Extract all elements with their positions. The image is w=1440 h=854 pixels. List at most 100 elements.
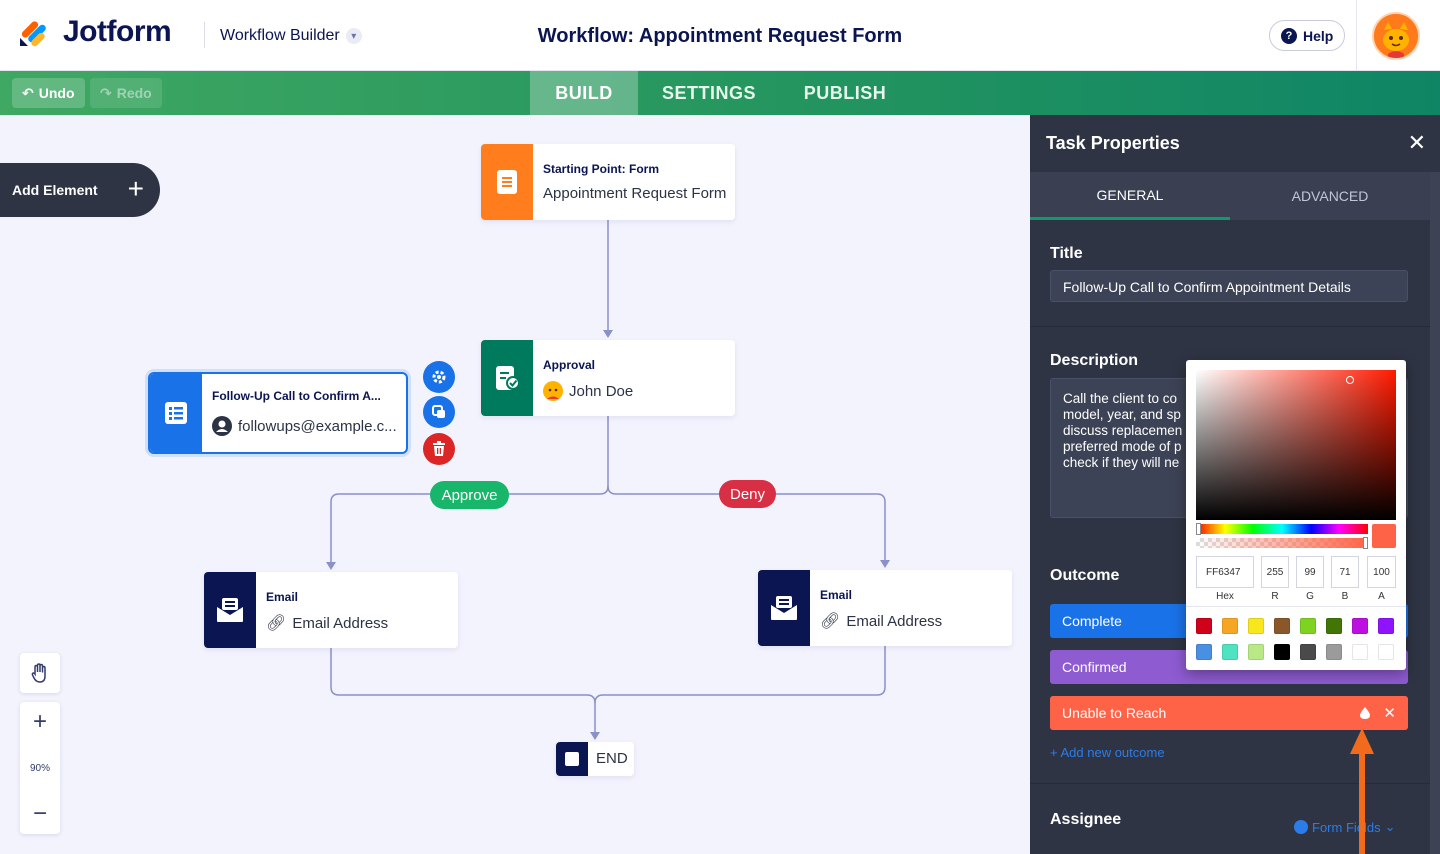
outcome-unable-to-reach[interactable]: Unable to Reach ✕	[1050, 696, 1408, 730]
recipient: Email Address	[846, 612, 943, 630]
divider	[1030, 783, 1430, 784]
color-swatch[interactable]	[1274, 644, 1290, 660]
add-outcome-link[interactable]: + Add new outcome	[1050, 745, 1165, 760]
workflow-builder-dropdown[interactable]: Workflow Builder ▾	[220, 27, 362, 45]
color-swatch[interactable]	[1326, 644, 1342, 660]
add-element-button[interactable]: Add Element +	[0, 163, 160, 217]
saturation-handle[interactable]	[1346, 376, 1354, 384]
redo-label: Redo	[116, 85, 152, 101]
zoom-out-button[interactable]: −	[32, 800, 47, 827]
color-swatch[interactable]	[1352, 644, 1368, 660]
jotform-logo-icon[interactable]	[18, 16, 50, 48]
node-type: Email	[266, 590, 299, 604]
redo-button[interactable]: ↷ Redo	[90, 78, 162, 108]
tab-advanced[interactable]: ADVANCED	[1291, 188, 1369, 204]
color-swatch[interactable]	[1326, 618, 1342, 634]
color-swatch[interactable]	[1196, 644, 1212, 660]
title-input[interactable]: Follow-Up Call to Confirm Appointment De…	[1050, 270, 1408, 302]
page-title: Workflow: Appointment Request Form	[537, 25, 903, 47]
a-input[interactable]: 100	[1367, 556, 1396, 588]
description-line: discuss replacemen	[1063, 423, 1183, 438]
recipient: Email Address	[292, 614, 389, 632]
approval-icon	[481, 340, 533, 416]
panel-title: Task Properties	[1046, 132, 1180, 153]
color-swatch[interactable]	[1222, 644, 1238, 660]
pan-tool-button[interactable]	[20, 653, 60, 693]
description-label: Description	[1050, 352, 1139, 369]
remove-outcome-icon[interactable]: ✕	[1383, 705, 1396, 722]
task-list-icon	[150, 374, 202, 452]
redo-icon: ↷	[100, 84, 112, 101]
tab-publish[interactable]: PUBLISH	[803, 82, 887, 103]
g-label: G	[1306, 591, 1314, 602]
add-element-label: Add Element	[12, 182, 98, 198]
top-bar: Jotform Workflow Builder ▾ Workflow: App…	[0, 0, 1440, 71]
divider	[1356, 0, 1357, 71]
node-type: Follow-Up Call to Confirm A...	[212, 389, 381, 403]
color-swatch[interactable]	[1378, 644, 1394, 660]
follow-up-task-node[interactable]: Follow-Up Call to Confirm A... followups…	[148, 372, 408, 454]
approve-branch-label[interactable]: Approve	[430, 481, 509, 509]
hex-input[interactable]: FF6347	[1196, 556, 1254, 588]
b-input[interactable]: 71	[1331, 556, 1359, 588]
form-icon	[481, 144, 533, 220]
email-node-deny[interactable]: Email 🔗︎ Email Address	[758, 570, 1012, 646]
saturation-area[interactable]	[1196, 370, 1396, 520]
title-label: Title	[1050, 245, 1083, 262]
description-line: preferred mode of p	[1063, 439, 1182, 454]
zoom-in-button[interactable]: +	[32, 708, 47, 735]
color-swatch[interactable]	[1300, 618, 1316, 634]
form-fields-dropdown[interactable]: Form Fields ⌄	[1294, 819, 1396, 835]
assignee-name: John Doe	[569, 382, 634, 400]
workflow-builder-label: Workflow Builder	[220, 27, 340, 44]
node-value: Appointment Request Form	[543, 185, 727, 202]
tab-settings[interactable]: SETTINGS	[661, 82, 756, 103]
user-avatar-icon	[1374, 14, 1418, 58]
delete-node-button[interactable]	[423, 433, 455, 465]
help-button[interactable]: ? Help	[1269, 20, 1346, 51]
color-swatch[interactable]	[1196, 618, 1212, 634]
color-preview	[1372, 524, 1396, 548]
color-swatch[interactable]	[1248, 644, 1264, 660]
hue-slider[interactable]	[1196, 523, 1368, 535]
r-input[interactable]: 255	[1261, 556, 1289, 588]
alpha-slider[interactable]	[1196, 537, 1368, 549]
color-swatch[interactable]	[1222, 618, 1238, 634]
color-swatch[interactable]	[1352, 618, 1368, 634]
divider	[1186, 606, 1406, 607]
color-swatch[interactable]	[1274, 618, 1290, 634]
undo-icon: ↶	[22, 84, 34, 101]
workflow-canvas[interactable]: Add Element + Starting Point: Form Appoi…	[0, 115, 1030, 854]
tab-general[interactable]: GENERAL	[1030, 172, 1230, 220]
zoom-controls: + 90% −	[20, 702, 60, 834]
undo-button[interactable]: ↶ Undo	[12, 78, 85, 108]
tab-build[interactable]: BUILD	[530, 71, 638, 115]
stop-icon	[556, 742, 588, 776]
color-swatch[interactable]	[1300, 644, 1316, 660]
color-swatch[interactable]	[1378, 618, 1394, 634]
brand-name[interactable]: Jotform	[63, 15, 172, 48]
duplicate-node-button[interactable]	[423, 396, 455, 428]
email-node-approve[interactable]: Email 🔗︎ Email Address	[204, 572, 458, 648]
color-swatch[interactable]	[1248, 618, 1264, 634]
color-drop-icon[interactable]	[1360, 707, 1370, 719]
chevron-down-icon: ▾	[345, 28, 362, 44]
description-line: Call the client to co	[1063, 391, 1178, 406]
r-label: R	[1271, 591, 1279, 602]
scrollbar[interactable]	[1430, 172, 1440, 854]
avatar[interactable]	[1372, 12, 1420, 60]
close-icon[interactable]: ✕	[1407, 130, 1426, 155]
end-node[interactable]: END	[556, 742, 634, 776]
link-icon: 🔗︎	[820, 613, 841, 630]
g-input[interactable]: 99	[1296, 556, 1324, 588]
divider	[1030, 326, 1430, 327]
panel-tabs: GENERAL ADVANCED	[1030, 172, 1430, 220]
approval-node[interactable]: Approval John Doe	[481, 340, 735, 416]
start-node[interactable]: Starting Point: Form Appointment Request…	[481, 144, 735, 220]
deny-branch-label[interactable]: Deny	[719, 480, 776, 508]
assignee-label: Assignee	[1050, 811, 1122, 828]
alpha-handle[interactable]	[1363, 537, 1368, 549]
outcome-label-text: Unable to Reach	[1062, 705, 1167, 721]
node-settings-button[interactable]	[423, 361, 455, 393]
hue-handle[interactable]	[1196, 523, 1201, 535]
